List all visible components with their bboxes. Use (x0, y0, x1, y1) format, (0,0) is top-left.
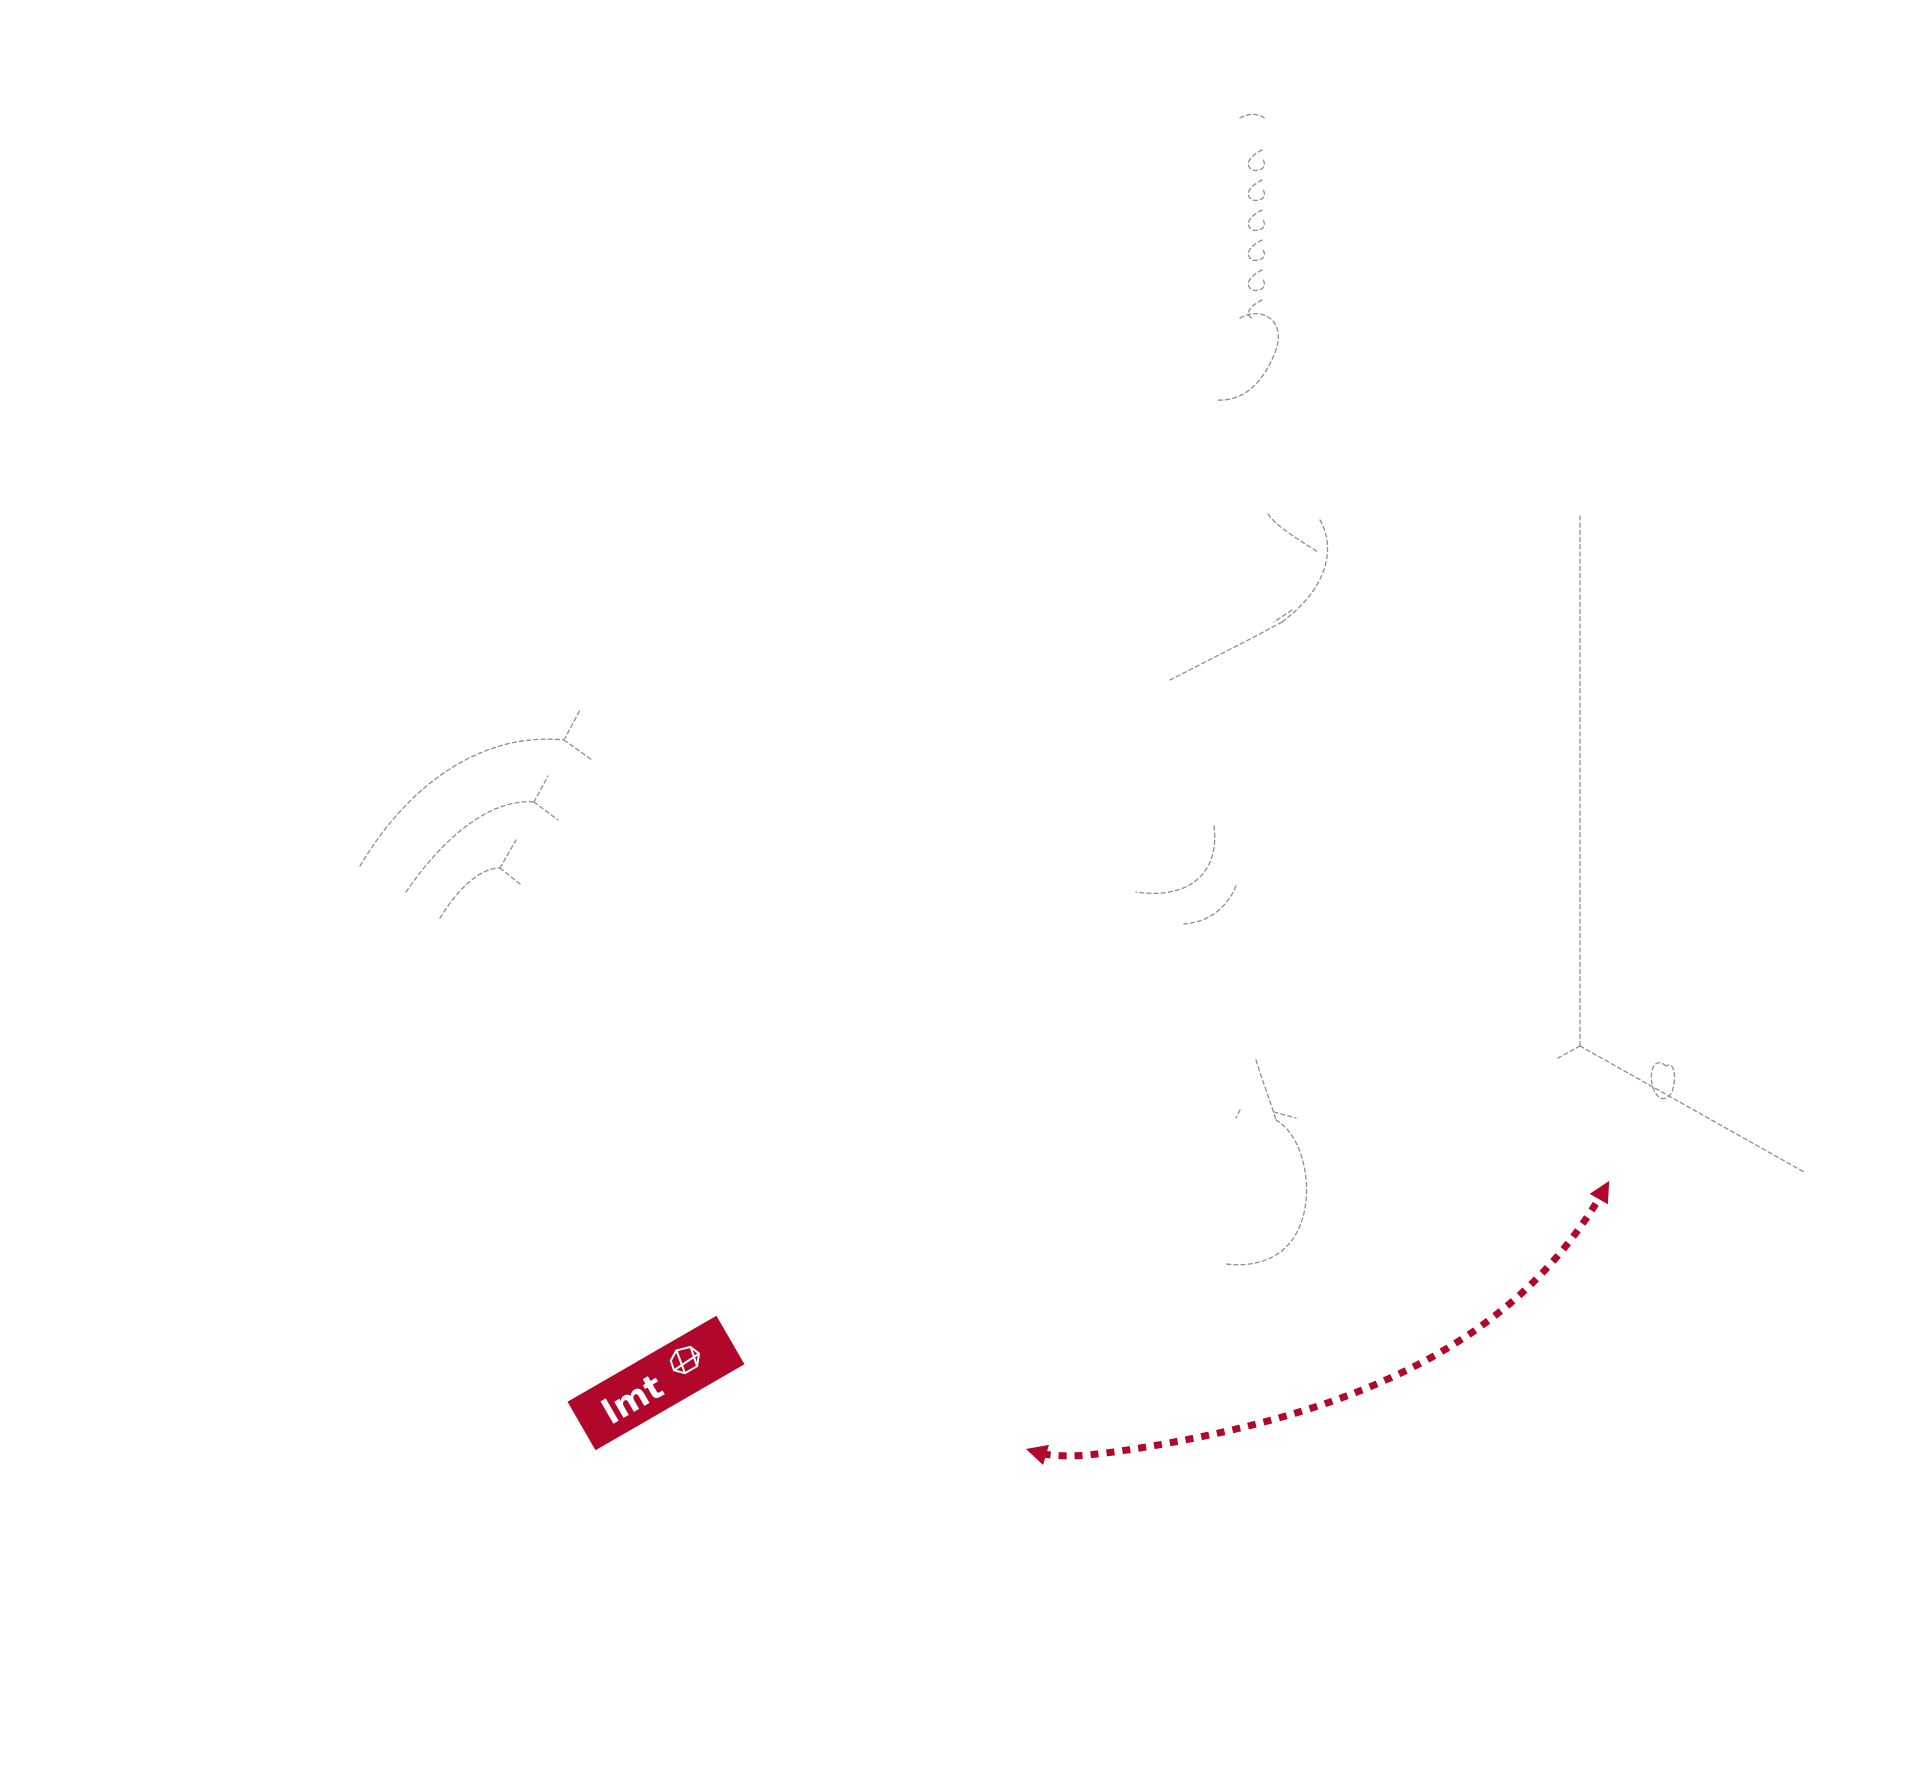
coil-guide (1215, 113, 1279, 401)
hook-guide-upper (1169, 513, 1329, 681)
mid-arc-guides (1135, 825, 1237, 925)
logo-mark-icon (669, 1345, 701, 1375)
brand-badge: lmt (567, 1315, 745, 1451)
wave-guides (359, 709, 593, 919)
hook-guide-lower (1225, 1059, 1308, 1266)
rotation-arrow-icon (1025, 1180, 1610, 1466)
axis-guides (1557, 515, 1805, 1173)
